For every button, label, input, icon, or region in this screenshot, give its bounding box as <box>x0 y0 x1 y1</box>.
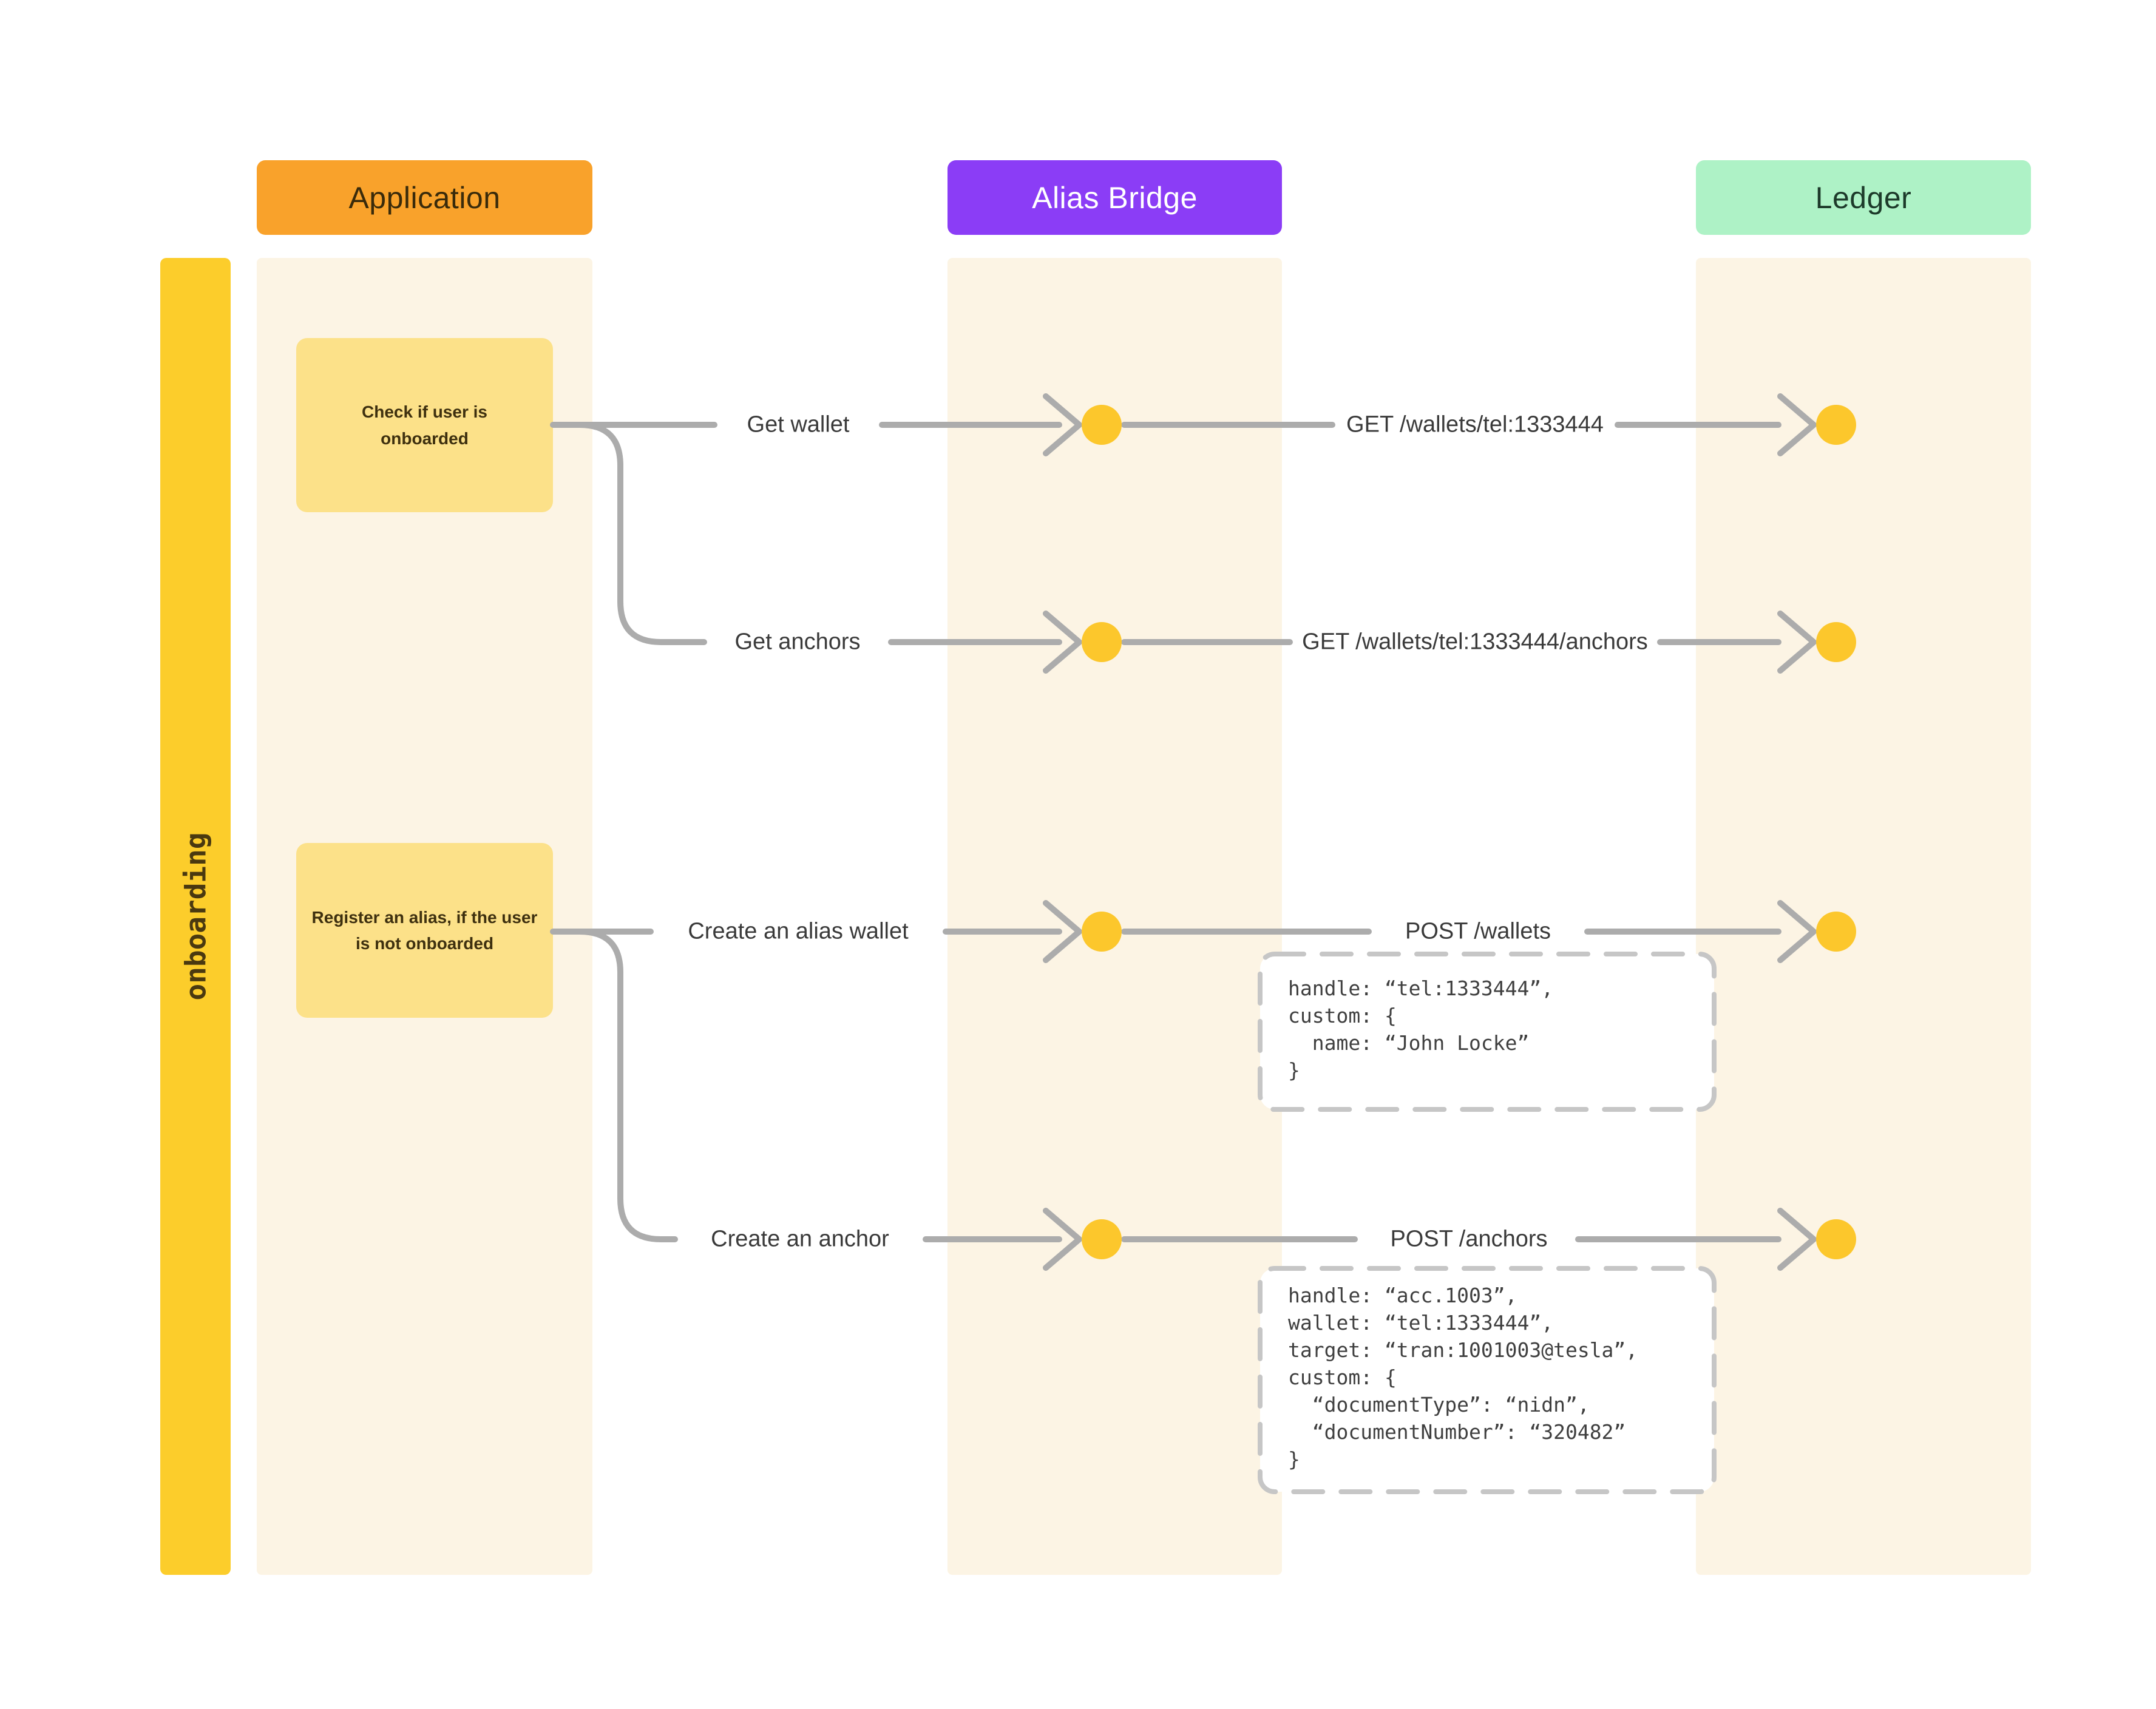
lane-header-label: Ledger <box>1815 180 1912 215</box>
flow-label-get-anchors: Get anchors <box>734 629 861 655</box>
flow-label-get-wallet: Get wallet <box>747 411 850 438</box>
sticky-note-register-alias: Register an alias, if the user is not on… <box>296 843 553 1018</box>
lane-header-label: Alias Bridge <box>1032 180 1198 215</box>
lane-header-ledger: Ledger <box>1696 160 2031 235</box>
payload-code-wallet: handle: “tel:1333444”, custom: { name: “… <box>1288 976 1554 1082</box>
sticky-note-text: Register an alias, if the user is not on… <box>311 907 538 953</box>
phase-bar-label: onboarding <box>179 832 212 1001</box>
sticky-note-check-onboarded: Check if user is onboarded <box>296 338 553 512</box>
flow-label-get-wallet-api: GET /wallets/tel:1333444 <box>1346 411 1604 438</box>
flow-label-create-wallet: Create an alias wallet <box>688 918 909 944</box>
phase-bar-onboarding: onboarding <box>160 258 231 1575</box>
lane-ledger <box>1696 258 2031 1575</box>
flow-label-create-anchor-api: POST /anchors <box>1390 1226 1548 1252</box>
flow-label-create-wallet-api: POST /wallets <box>1405 918 1551 944</box>
lane-header-label: Application <box>348 180 501 215</box>
connector-elbow <box>577 422 707 645</box>
sticky-note-text: Check if user is onboarded <box>362 402 487 448</box>
lane-header-alias-bridge: Alias Bridge <box>947 160 1282 235</box>
lane-header-application: Application <box>257 160 592 235</box>
flow-label-get-anchors-api: GET /wallets/tel:1333444/anchors <box>1302 629 1648 655</box>
flow-label-create-anchor: Create an anchor <box>711 1226 889 1252</box>
lane-alias-bridge <box>947 258 1282 1575</box>
connector-elbow <box>577 929 678 1242</box>
payload-code-anchor: handle: “acc.1003”, wallet: “tel:1333444… <box>1288 1284 1638 1471</box>
